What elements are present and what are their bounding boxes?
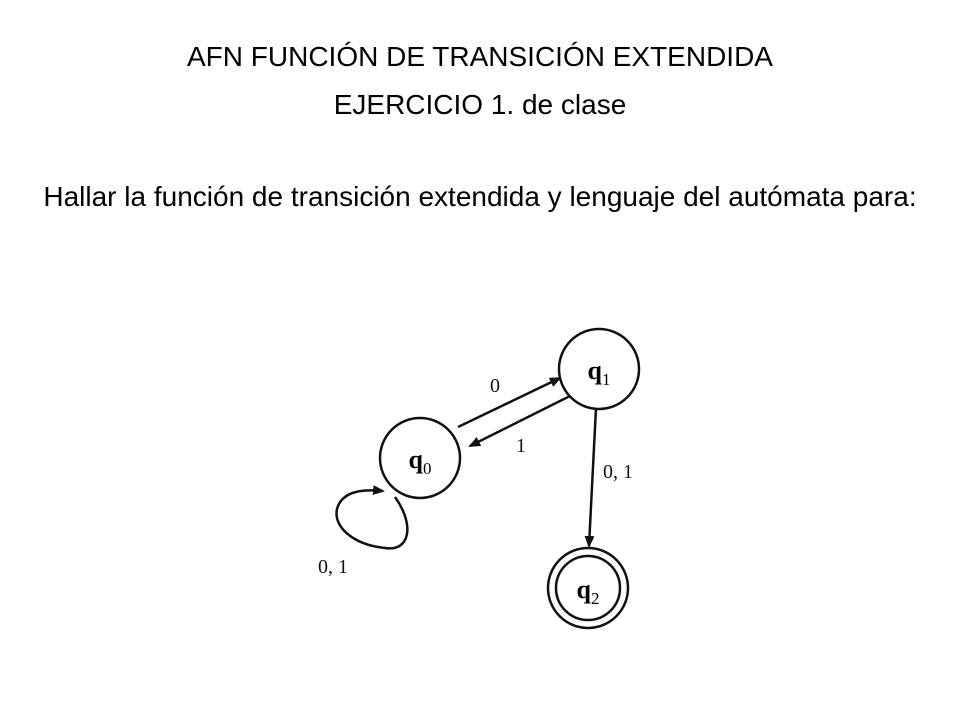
state-subscript-q0: 0: [423, 459, 432, 478]
edge-label-q0-loop: 0, 1: [318, 556, 348, 578]
transition-q1-q0: [468, 393, 573, 448]
edge-label-q1-q0: 1: [516, 435, 526, 457]
svg-text:q1: q1: [588, 356, 611, 389]
state-label-q0: q: [409, 445, 424, 474]
state-label-q1: q: [588, 356, 603, 385]
state-q2: q2: [546, 546, 630, 630]
svg-text:q2: q2: [577, 575, 600, 608]
transition-q0-q1: [457, 376, 562, 429]
svg-text:q0: q0: [409, 445, 432, 478]
exercise-prompt: Hallar la función de transición extendid…: [43, 181, 917, 212]
transition-q0-loop: [335, 485, 409, 550]
transition-q1-q2: [584, 407, 598, 548]
edge-label-q0-q1: 0: [490, 375, 500, 397]
state-label-q2: q: [577, 575, 592, 604]
accepting-ring: [554, 554, 622, 622]
state-subscript-q1: 1: [602, 370, 611, 389]
edge-label-q1-q2: 0, 1: [603, 461, 633, 483]
state-q0: q0: [378, 416, 462, 500]
state-subscript-q2: 2: [591, 589, 600, 608]
slide-title: AFN FUNCIÓN DE TRANSICIÓN EXTENDIDA: [187, 41, 773, 72]
state-q1: q1: [557, 327, 641, 411]
slide-subtitle: EJERCICIO 1. de clase: [333, 89, 627, 120]
